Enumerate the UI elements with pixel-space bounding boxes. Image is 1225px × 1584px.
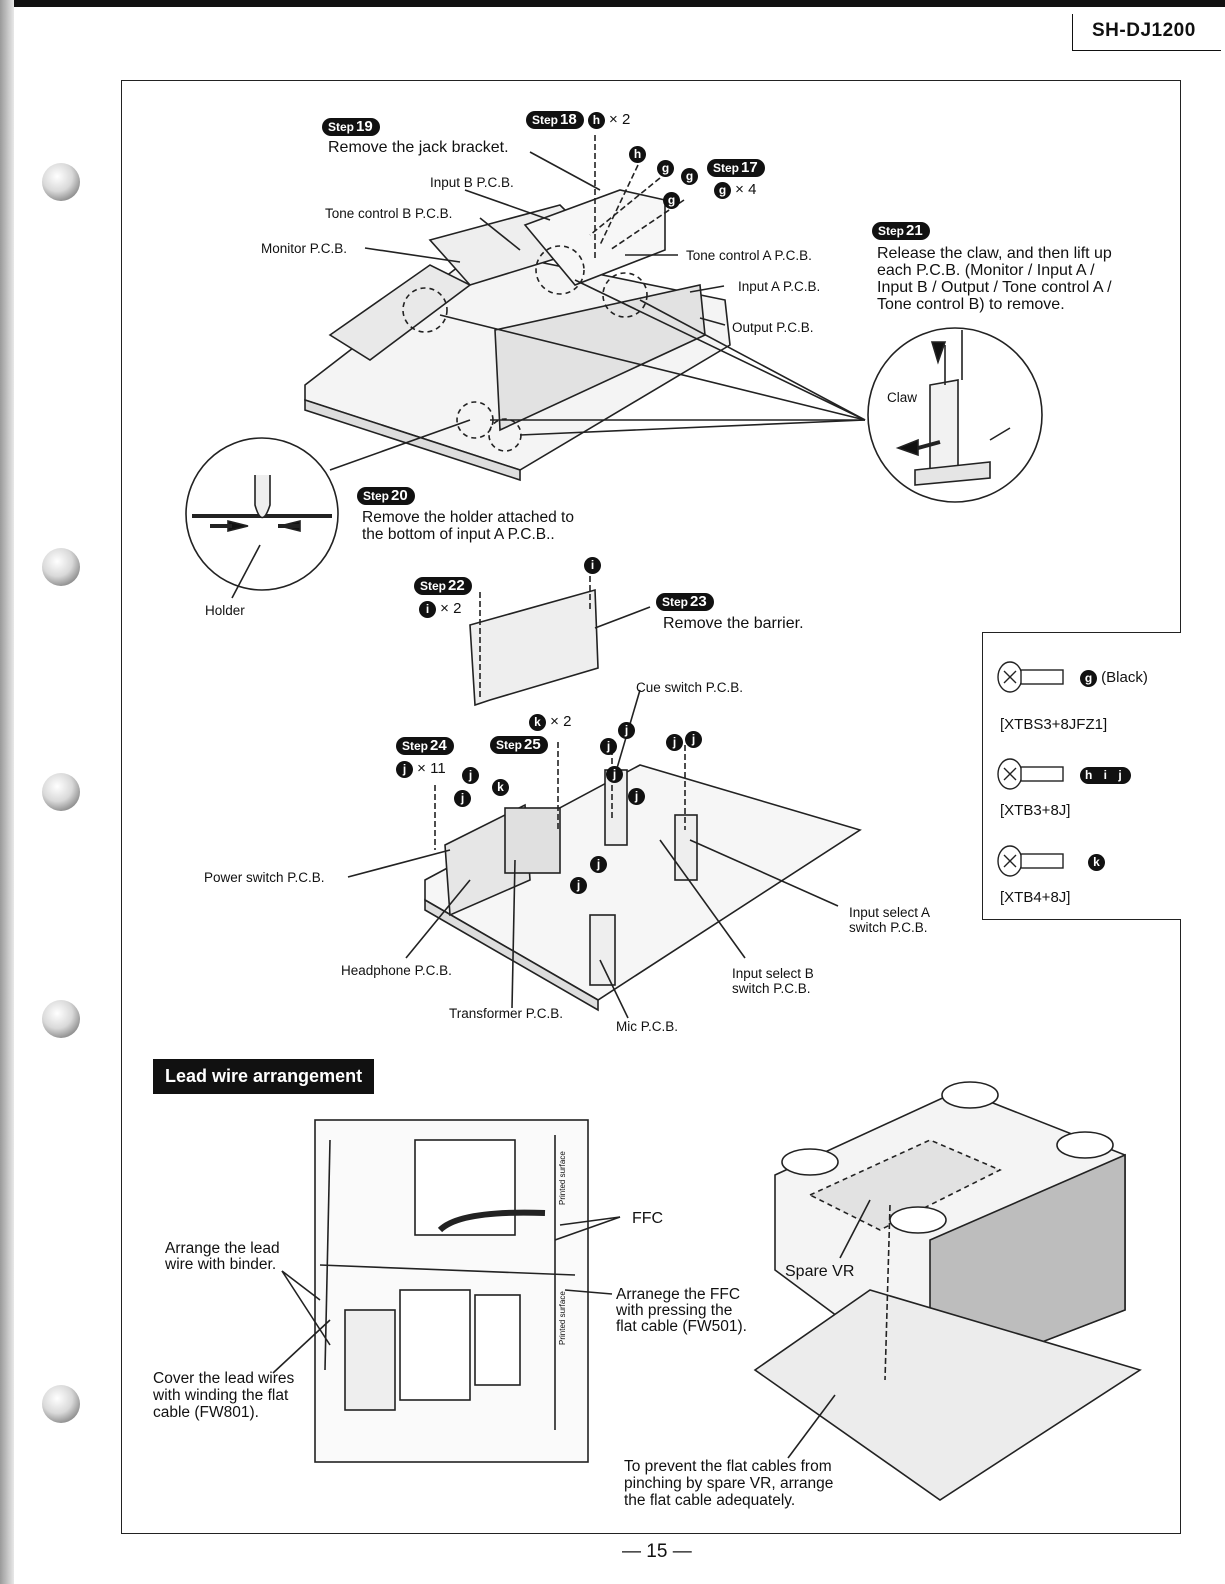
binder-hole — [42, 548, 80, 586]
step-20-text: Remove the holder attached to the bottom… — [362, 509, 574, 543]
label-tone-control-b-pcb: Tone control B P.C.B. — [325, 206, 453, 221]
screw-part-number: [XTB3+8J] — [1000, 802, 1071, 819]
label-cover-lead-wires: Cover the lead wires with winding the fl… — [153, 1370, 295, 1421]
screw-g-icon: g — [663, 192, 680, 209]
label-arrange-binder: Arrange the lead wire with binder. — [165, 1240, 280, 1273]
label-mic-pcb: Mic P.C.B. — [616, 1019, 679, 1034]
screw-h-icon: h — [629, 146, 646, 163]
screw-note: (Black) — [1101, 669, 1148, 686]
screw-j-icon: j — [396, 760, 413, 778]
screw-h-icon: h — [587, 111, 605, 129]
top-border — [0, 0, 1225, 7]
label-transformer-pcb: Transformer P.C.B. — [449, 1006, 564, 1021]
page-number: — 15 — — [622, 1541, 692, 1562]
screw-j-icon: j — [600, 738, 617, 755]
label-printed-surface: Printed surface — [558, 1151, 567, 1205]
binder-hole — [42, 1385, 80, 1423]
label-monitor-pcb: Monitor P.C.B. — [261, 241, 348, 256]
binder-edge — [0, 0, 14, 1584]
model-number: SH-DJ1200 — [1092, 20, 1196, 41]
screw-k-icon: k — [1088, 853, 1105, 871]
screw-j-icon: j — [454, 790, 471, 807]
step-18-qty: × 2 — [609, 111, 631, 128]
screw-g-icon: g — [1080, 669, 1097, 687]
label-input-select-b-pcb: Input select B switch P.C.B. — [732, 966, 814, 996]
screw-legend-row-3: k — [1088, 853, 1105, 871]
screw-j-icon: j — [462, 767, 479, 784]
label-input-a-pcb: Input A P.C.B. — [738, 279, 821, 294]
screw-k-icon: k — [529, 713, 546, 731]
screw-j-icon: j — [606, 766, 623, 783]
label-prevent-pinching: To prevent the flat cables from pinching… — [624, 1458, 834, 1509]
label-output-pcb: Output P.C.B. — [732, 320, 814, 335]
label-spare-vr: Spare VR — [785, 1263, 855, 1280]
step-22-line: i × 2 — [419, 600, 461, 618]
screw-legend-row-2: h i j — [1080, 766, 1131, 784]
screw-j-icon: j — [570, 877, 587, 894]
screw-part-number: [XTB4+8J] — [1000, 889, 1071, 906]
label-claw: Claw — [887, 390, 918, 405]
model-header-box — [1072, 14, 1221, 51]
screw-hij-icon: h i j — [1080, 766, 1131, 784]
screw-j-icon: j — [628, 788, 645, 805]
label-input-select-a-pcb: Input select A switch P.C.B. — [849, 905, 931, 935]
screw-j-icon: j — [590, 856, 607, 873]
label-arrange-ffc: Arranege the FFC with pressing the flat … — [616, 1286, 747, 1335]
screw-g-icon: g — [714, 181, 731, 199]
step-17-qty: × 4 — [735, 181, 757, 198]
label-ffc: FFC — [632, 1210, 664, 1227]
binder-hole — [42, 773, 80, 811]
screw-j-icon: j — [685, 731, 702, 748]
step-21-text: Release the claw, and then lift up each … — [877, 245, 1112, 313]
label-printed-surface: Printed surface — [558, 1291, 567, 1345]
screw-k-icon: k — [492, 779, 509, 796]
step-17-line: g × 4 — [714, 181, 756, 199]
label-tone-control-a-pcb: Tone control A P.C.B. — [686, 248, 812, 263]
screw-j-icon: j — [618, 722, 635, 739]
binder-hole — [42, 163, 80, 201]
step-24-qty: × 11 — [417, 760, 446, 777]
screw-legend-row-1: g (Black) — [1080, 669, 1148, 687]
step-25-qty: × 2 — [550, 713, 572, 730]
label-holder: Holder — [205, 603, 245, 618]
step-19-text: Remove the jack bracket. — [328, 139, 509, 156]
section-title-lead-wire: Lead wire arrangement — [153, 1059, 375, 1094]
label-power-switch-pcb: Power switch P.C.B. — [204, 870, 325, 885]
screw-g-icon: g — [657, 160, 674, 177]
screw-i-icon: i — [584, 557, 601, 574]
screw-i-icon: i — [419, 600, 436, 618]
label-input-b-pcb: Input B P.C.B. — [430, 175, 514, 190]
step-22-qty: × 2 — [440, 600, 462, 617]
step-24-line: j × 11 — [396, 760, 446, 778]
screw-part-number: [XTBS3+8JFZ1] — [1000, 716, 1108, 733]
screw-j-icon: j — [666, 734, 683, 751]
label-headphone-pcb: Headphone P.C.B. — [341, 963, 452, 978]
label-cue-switch-pcb: Cue switch P.C.B. — [636, 680, 744, 695]
screw-g-icon: g — [681, 168, 698, 185]
binder-hole — [42, 1000, 80, 1038]
step-23-text: Remove the barrier. — [663, 615, 804, 632]
step-25-line: k × 2 — [529, 713, 571, 731]
